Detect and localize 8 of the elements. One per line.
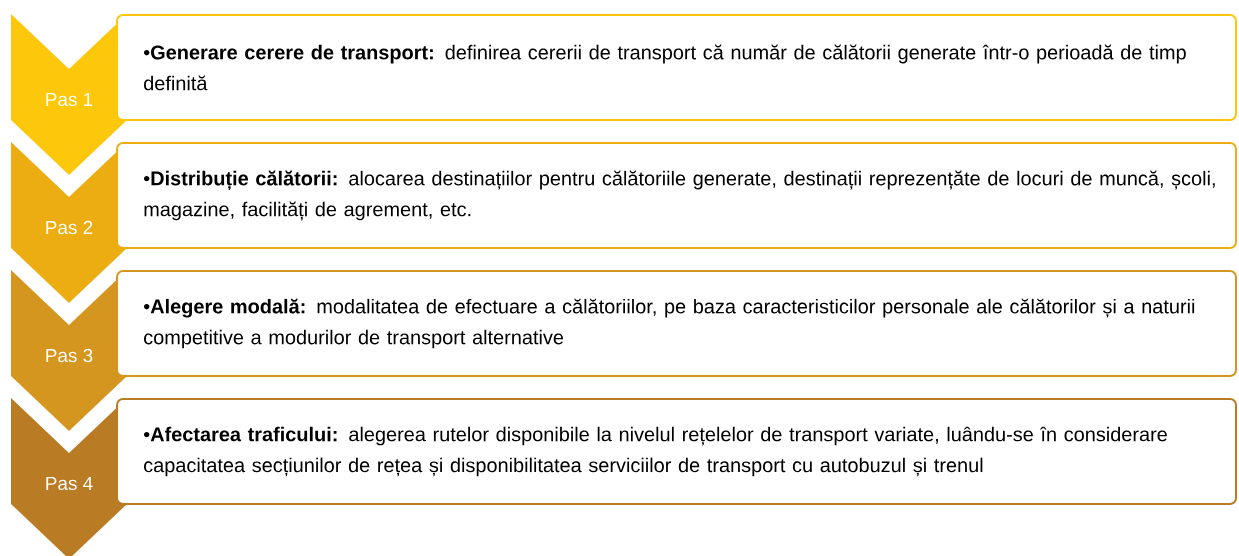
step-tab: Pas 4: [11, 398, 127, 556]
step-box: •Generare cerere de transport: definirea cererii de transport că număr de călătorii generate într-o perioadă de timp definită: [116, 14, 1237, 121]
step-tab: Pas 1: [11, 14, 127, 175]
step-box: •Alegere modală: modalitatea de efectuare a călătoriilor, pe baza caracteristicilor personale ale călătorilor și a naturii competitive a modurilor de transport alternative: [116, 270, 1237, 377]
step-tab: Pas 2: [11, 142, 127, 303]
step-tab: Pas 3: [11, 270, 127, 431]
step-box: •Distribuție călătorii: alocarea destinațiilor pentru călătoriile generate, destinații reprezențăte de locuri de muncă, școli, magazine, facilități de agrement, etc.: [116, 142, 1237, 249]
step-box: •Afectarea traficului: alegerea rutelor disponibile la nivelul rețelelor de transport variate, luându-se în considerare capacitatea secțiunilor de rețea și disponibilitatea serviciilor de transport cu autobuzul și trenul: [116, 398, 1237, 505]
